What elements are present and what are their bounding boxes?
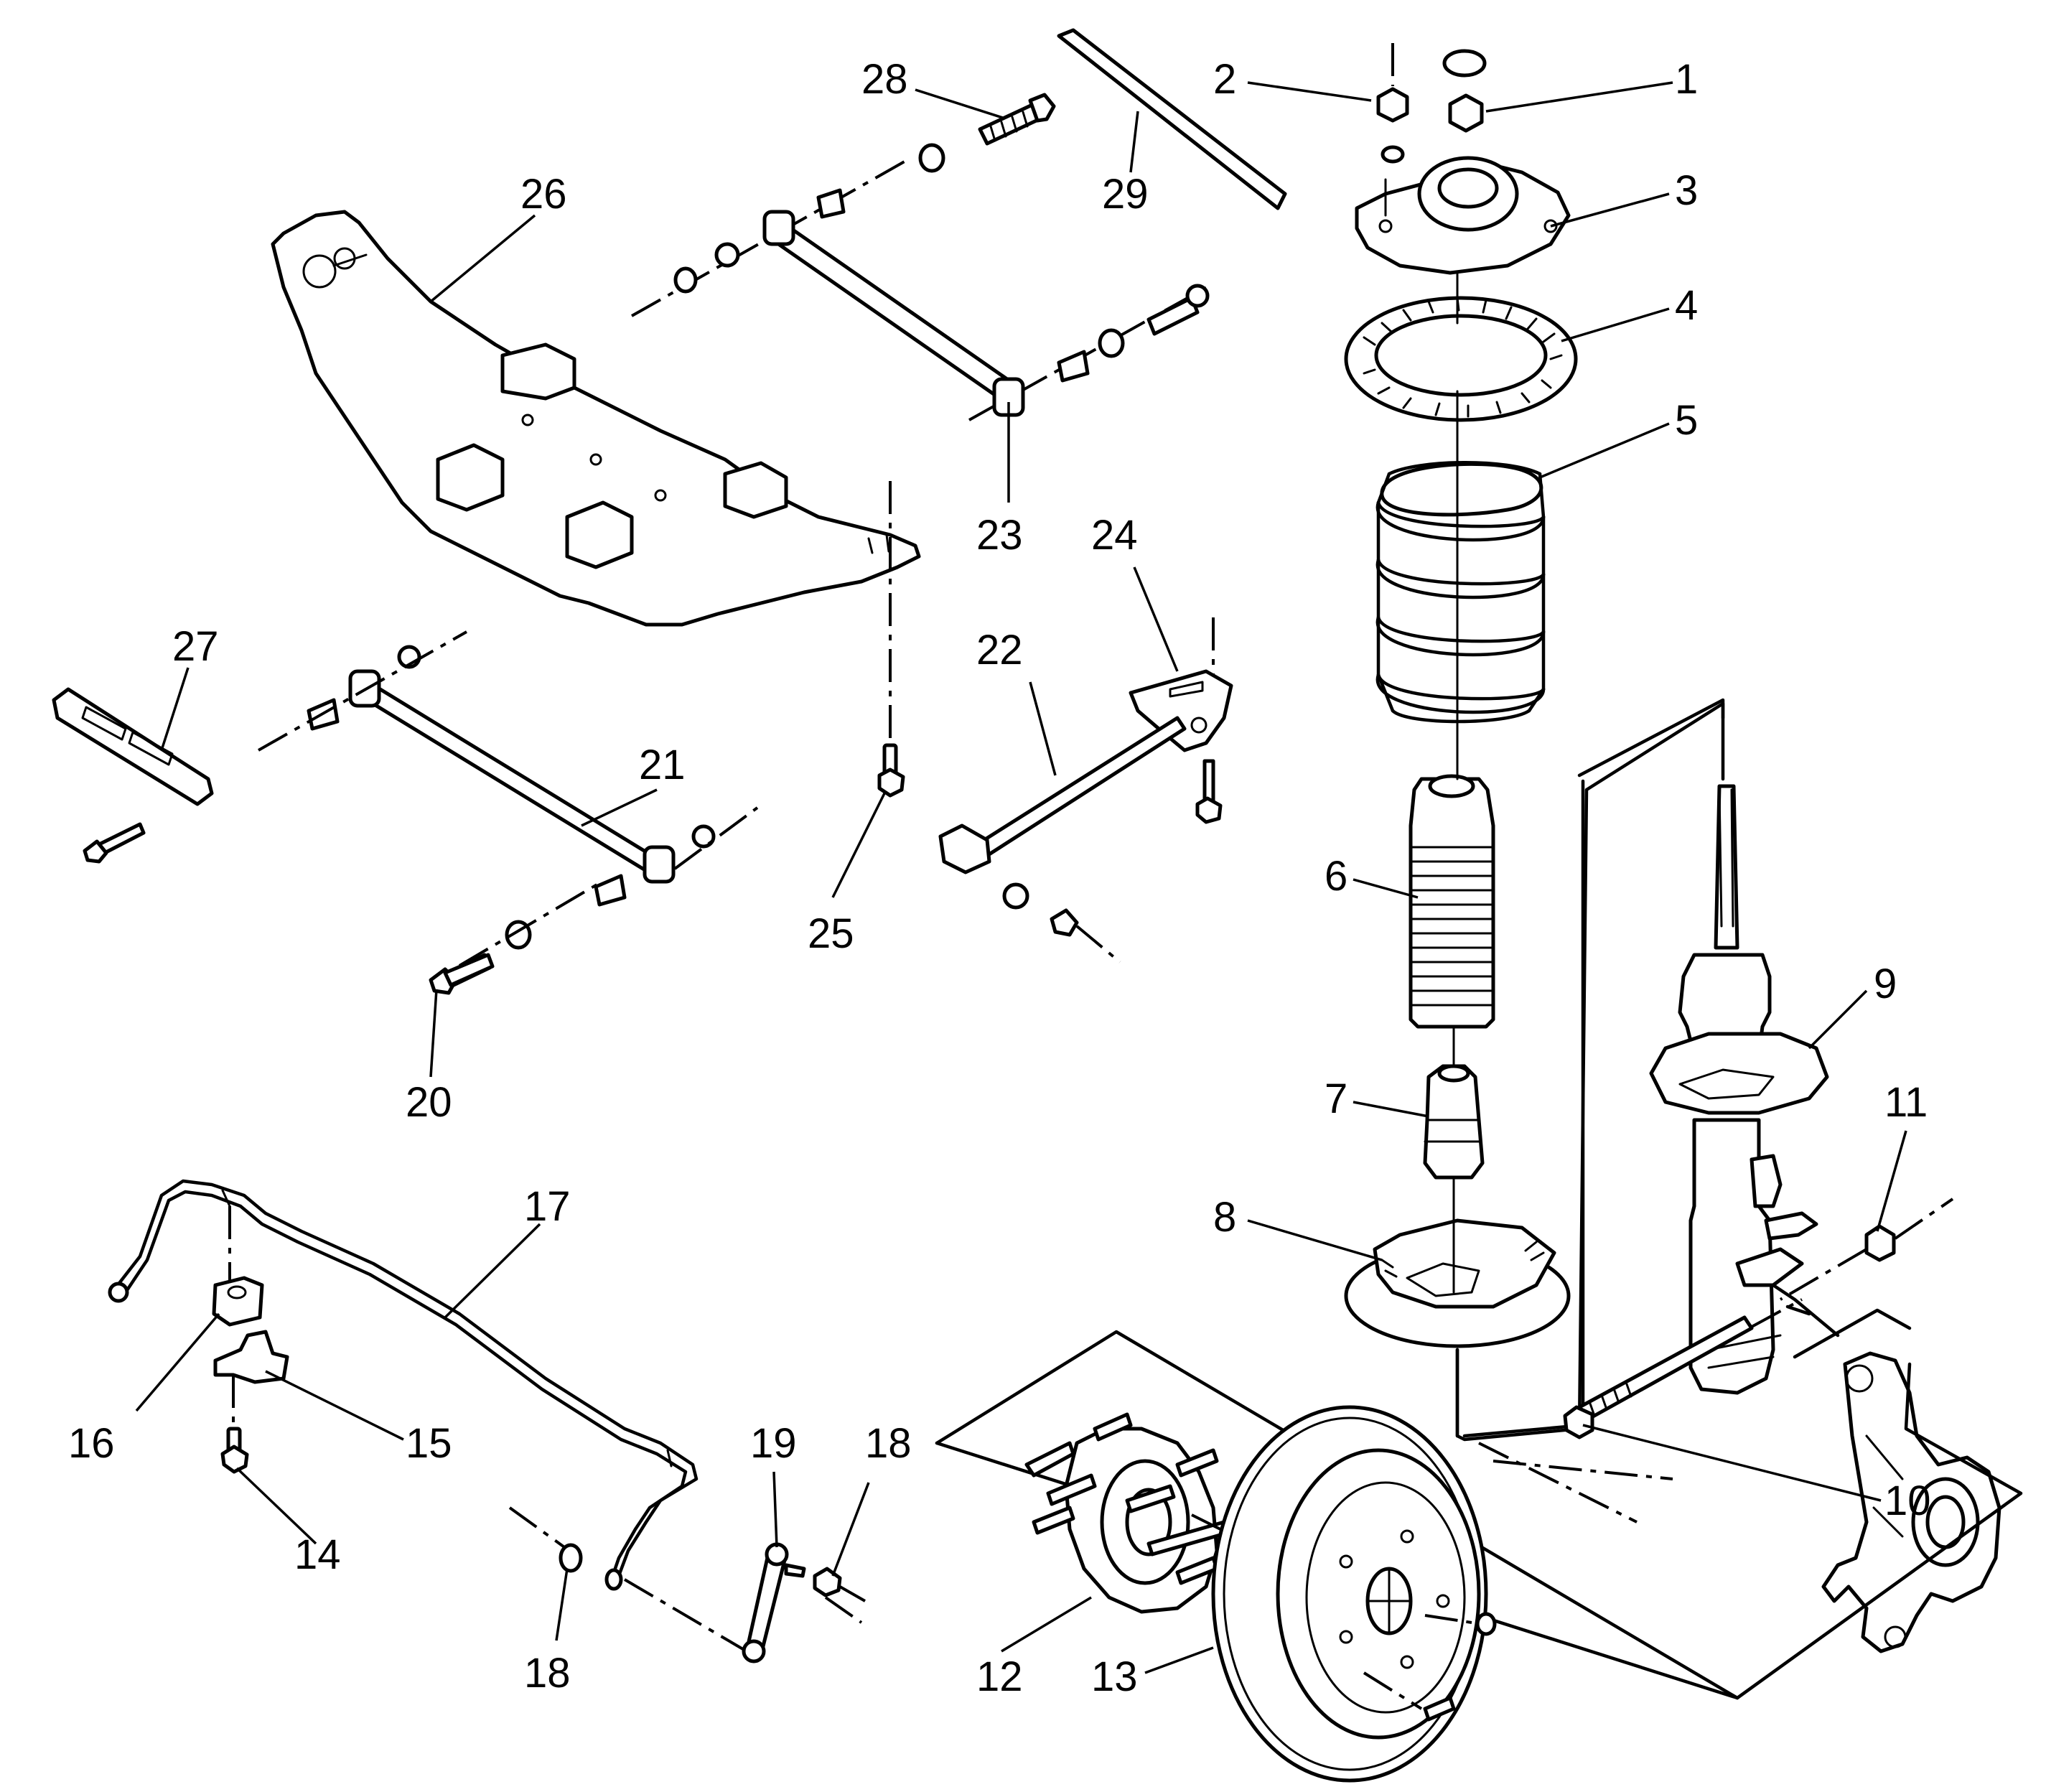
upper-spring-seat — [1344, 296, 1578, 422]
callout-12: 12 — [976, 1653, 1023, 1700]
bolt-20 — [443, 953, 495, 987]
callout-27: 27 — [172, 623, 219, 670]
callout-16: 16 — [68, 1420, 115, 1467]
lower-link-bracket — [52, 687, 214, 806]
coil-spring — [1375, 461, 1546, 724]
callout-17: 17 — [524, 1183, 571, 1230]
callout-24: 24 — [1091, 512, 1138, 559]
strut-upper-mount — [1355, 43, 1571, 275]
strut-assembly — [1462, 698, 1840, 1438]
trim-bar — [1057, 28, 1287, 210]
callout-5: 5 — [1675, 397, 1698, 444]
callout-19: 19 — [750, 1420, 797, 1467]
callout-23: 23 — [976, 512, 1023, 559]
callout-11: 11 — [1884, 1079, 1928, 1126]
wheel-hub — [1024, 1412, 1264, 1614]
callout-21: 21 — [639, 742, 686, 788]
callout-13: 13 — [1091, 1653, 1138, 1700]
callout-labels: 1 2 3 4 5 6 7 8 9 10 11 12 13 14 15 16 1… — [68, 56, 1931, 1700]
callout-18-left: 18 — [524, 1650, 571, 1697]
callout-10: 10 — [1884, 1478, 1931, 1524]
dust-boot — [1409, 774, 1495, 1029]
callout-3: 3 — [1675, 167, 1698, 214]
strut-bolt-10 — [1563, 1298, 1803, 1439]
callout-22: 22 — [976, 627, 1023, 673]
upper-link-assembly — [631, 93, 1214, 421]
brake-rotor — [1211, 1405, 1497, 1783]
callout-15: 15 — [406, 1420, 452, 1467]
callout-2: 2 — [1213, 56, 1236, 103]
callout-29: 29 — [1102, 171, 1149, 218]
stabilizer-link — [742, 1542, 866, 1663]
callout-25: 25 — [808, 910, 854, 957]
callout-26: 26 — [520, 171, 567, 218]
callout-4: 4 — [1675, 282, 1698, 329]
trailing-link-assembly — [938, 617, 1233, 963]
callout-6: 6 — [1325, 853, 1347, 900]
callout-18-right: 18 — [865, 1420, 912, 1467]
callout-9: 9 — [1874, 961, 1897, 1007]
jounce-bumper — [1423, 1064, 1485, 1180]
stabilizer-bushing-clamp — [212, 1276, 289, 1474]
lower-spring-seat — [1344, 1218, 1571, 1348]
callout-leaders — [135, 81, 1907, 1674]
callout-28: 28 — [861, 56, 908, 103]
crossmember-frame — [271, 210, 921, 627]
strut-nut-11 — [1779, 1198, 1954, 1301]
callout-14: 14 — [294, 1531, 341, 1578]
callout-7: 7 — [1325, 1075, 1347, 1122]
callout-8: 8 — [1213, 1194, 1236, 1241]
stabilizer-bar — [108, 1179, 863, 1653]
callout-1: 1 — [1675, 56, 1698, 103]
callout-20: 20 — [406, 1079, 452, 1126]
bolt-25 — [877, 481, 905, 798]
lower-link-assembly — [52, 630, 759, 995]
